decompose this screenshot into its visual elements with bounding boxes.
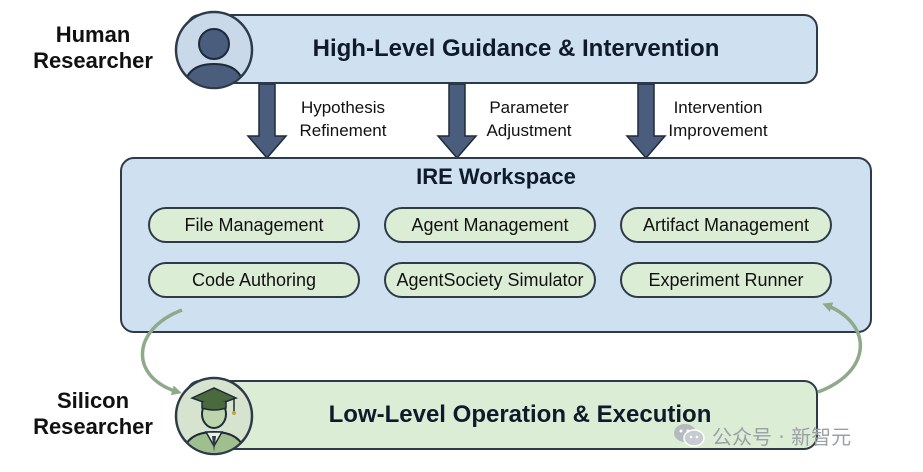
silicon-label-line1: Silicon [56,388,130,413]
arrow-label-hypothesis: Hypothesis Refinement [299,98,387,140]
module-agent-management: Agent Management [384,207,596,243]
arrow-down-2 [436,84,478,160]
arrow-down-3 [625,84,667,160]
high-level-guidance-title: High-Level Guidance & Intervention [312,35,720,62]
graduate-avatar-icon [174,376,254,456]
module-code-authoring: Code Authoring [148,262,360,298]
human-researcher-label: Human Researcher [18,22,168,74]
ire-workspace-panel [120,157,872,333]
watermark: 公众号 · 新智元 [672,420,912,450]
cycle-arrow-left [140,308,183,396]
arrow-down-1 [246,84,288,160]
high-level-guidance-bar [186,14,818,84]
human-label-line2: Researcher [33,48,153,73]
module-experiment-runner: Experiment Runner [620,262,832,298]
person-avatar-icon [174,10,254,90]
low-level-operation-bar [186,380,818,450]
low-level-operation-title: Low-Level Operation & Execution [328,401,712,428]
arrow-label-parameter: Parameter Adjustment [486,98,572,140]
wechat-icon [674,424,705,447]
module-agentsociety-simulator: AgentSociety Simulator [384,262,596,298]
module-artifact-management: Artifact Management [620,207,832,243]
watermark-text: 公众号 · 新智元 [712,424,852,449]
workspace-title: IRE Workspace [416,164,576,189]
silicon-label-line2: Researcher [33,414,153,439]
human-label-line1: Human [55,22,131,47]
silicon-researcher-label: Silicon Researcher [18,388,168,440]
cycle-arrow-right [817,302,863,394]
guidance-arrows [246,84,667,160]
arrow-label-intervention: Intervention Improvement [668,98,768,140]
module-file-management: File Management [148,207,360,243]
